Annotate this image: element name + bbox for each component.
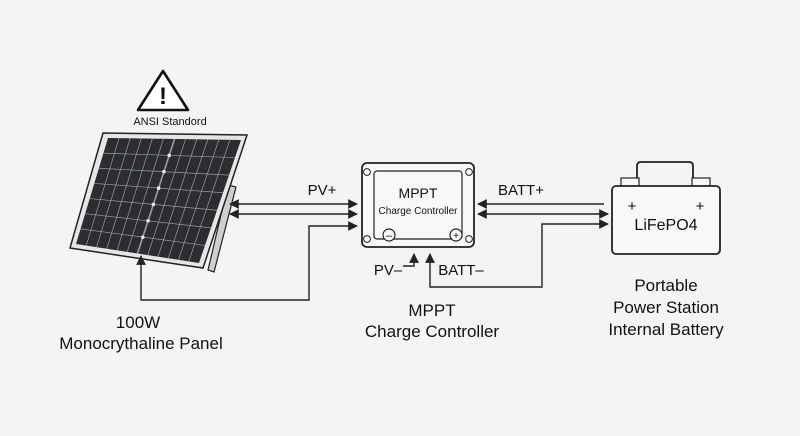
batt-minus-label: BATT– bbox=[438, 262, 484, 279]
battery-label: LiFePO4 bbox=[634, 217, 697, 234]
panel-cell-column bbox=[106, 138, 142, 249]
battery-terminal-left bbox=[620, 177, 640, 187]
panel-cell-column bbox=[126, 138, 164, 253]
panel-bus-dot bbox=[140, 235, 145, 239]
battery: + + LiFePO4 bbox=[611, 161, 721, 255]
panel-bus-dot bbox=[151, 202, 156, 207]
battery-body bbox=[611, 185, 721, 255]
wires bbox=[136, 199, 609, 301]
screw-icon bbox=[363, 235, 371, 243]
pv-minus-label: PV– bbox=[374, 262, 403, 279]
panel-bus-dot bbox=[167, 153, 172, 158]
panel-cell-column bbox=[116, 138, 153, 251]
minus-terminal-symbol: – bbox=[386, 230, 393, 242]
screw-icon bbox=[465, 168, 473, 176]
panel-caption-line1: 100W bbox=[116, 313, 160, 332]
battery-plus-left: + bbox=[628, 198, 637, 215]
panel-caption-line2: Monocrythaline Panel bbox=[59, 334, 222, 353]
warning-label: ANSI Standord bbox=[133, 116, 206, 128]
panel-cell-column bbox=[85, 138, 120, 246]
battery-caption-line3: Internal Battery bbox=[608, 320, 724, 339]
controller-box-subtitle: Charge Controller bbox=[379, 206, 459, 217]
battery-handle bbox=[636, 161, 694, 178]
warning-exclamation: ! bbox=[159, 83, 167, 110]
warning-triangle-icon bbox=[136, 69, 190, 112]
controller-box-title: MPPT bbox=[399, 185, 438, 201]
pv-plus-label: PV+ bbox=[308, 182, 337, 199]
controller-caption-line1: MPPT bbox=[408, 301, 455, 320]
battery-caption-line1: Portable bbox=[634, 276, 697, 295]
panel-bus-dot bbox=[162, 169, 166, 174]
battery-caption-line2: Power Station bbox=[613, 298, 719, 317]
panel-grid bbox=[80, 138, 236, 262]
plus-terminal-symbol: + bbox=[453, 231, 459, 242]
pv-minus-lead bbox=[403, 253, 419, 267]
screw-icon bbox=[363, 168, 371, 176]
panel-cell-column bbox=[96, 138, 131, 248]
controller-caption-line2: Charge Controller bbox=[365, 322, 500, 341]
battery-plus-right: + bbox=[696, 198, 705, 215]
minus-terminal-icon bbox=[382, 228, 396, 242]
panel-bus-dot bbox=[156, 186, 161, 190]
controller-inner bbox=[373, 170, 463, 240]
solar-panel bbox=[69, 132, 249, 273]
batt-minus-return-wire bbox=[425, 219, 609, 288]
panel-bus-dot bbox=[146, 218, 150, 223]
battery-terminal-right bbox=[691, 177, 711, 187]
warning-sign: ! ANSI Standord bbox=[133, 69, 207, 128]
charge-controller: MPPT Charge Controller – + bbox=[361, 162, 475, 248]
pv-minus-return-wire bbox=[136, 221, 358, 301]
batt-plus-label: BATT+ bbox=[498, 182, 544, 199]
